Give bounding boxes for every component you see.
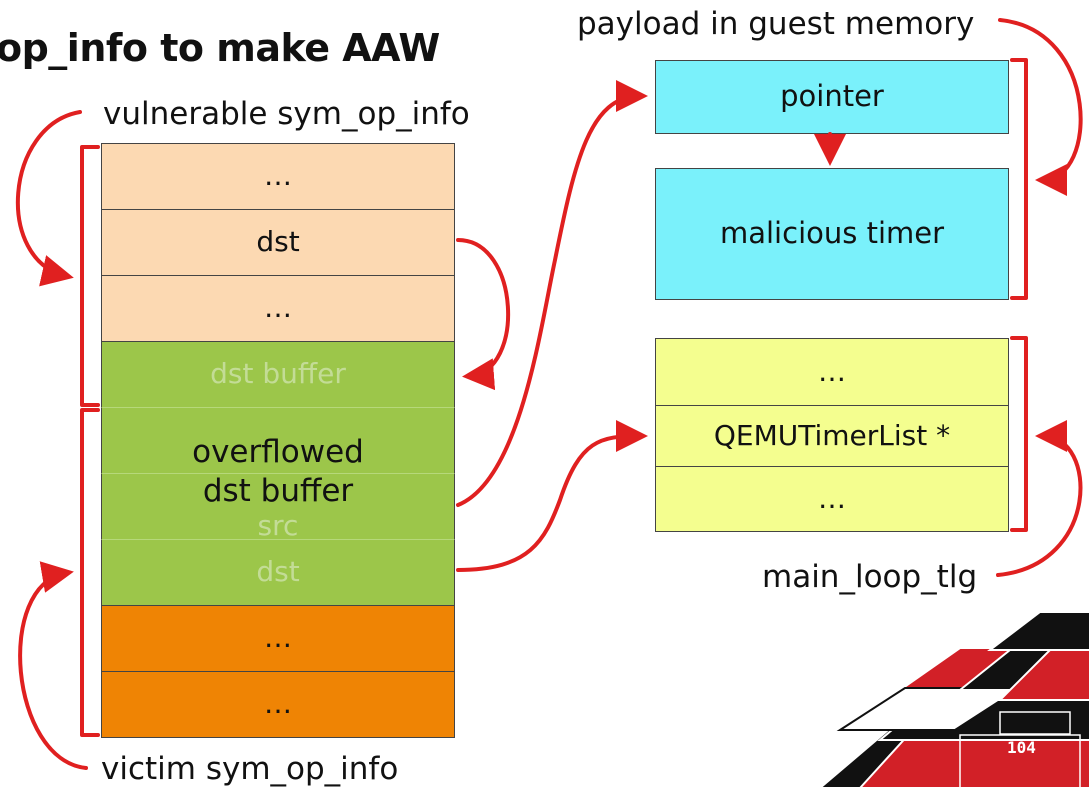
victim-field-1: … xyxy=(101,605,455,672)
payload-bracket xyxy=(1010,58,1028,300)
vulnerable-label-arrow xyxy=(15,110,82,287)
buffer-cell-2 xyxy=(101,407,455,474)
vulnerable-sym-op-info-label: vulnerable sym_op_info xyxy=(103,96,470,132)
qemu-timer-list-field: QEMUTimerList * xyxy=(655,405,1009,467)
tlg-bracket xyxy=(1010,336,1028,532)
vulnerable-field-1: … xyxy=(101,143,455,210)
main-loop-label-arrow xyxy=(996,420,1083,577)
overflowed-dst-buffer-label: overflowed dst buffer xyxy=(101,433,455,511)
overflow-label-line1: overflowed xyxy=(192,434,364,470)
decorative-layers xyxy=(818,611,1090,788)
main-loop-tlg-label: main_loop_tlg xyxy=(762,559,978,595)
src-cell: src xyxy=(101,473,455,542)
overflow-label-line2: dst buffer xyxy=(202,472,354,509)
victim-label-arrow xyxy=(18,561,88,770)
victim-bracket xyxy=(80,408,100,737)
slide-number: 104 xyxy=(1007,738,1036,757)
victim-dst-cell: dst xyxy=(101,539,455,606)
tlg-field-1: … xyxy=(655,338,1009,406)
victim-sym-op-info-label: victim sym_op_info xyxy=(101,751,399,787)
tlg-field-3: … xyxy=(655,466,1009,532)
payload-label: payload in guest memory xyxy=(577,6,975,42)
vulnerable-bracket xyxy=(80,145,100,407)
dst-to-buffer-arrow xyxy=(456,238,510,391)
overwrite-to-pointer-arrow xyxy=(456,80,648,507)
victim-dst-to-timerlist-arrow xyxy=(456,420,648,572)
slide-title: op_info to make AAW xyxy=(0,26,440,70)
pointer-box: pointer xyxy=(655,60,1009,134)
payload-label-arrow xyxy=(998,18,1083,196)
malicious-timer-box: malicious timer xyxy=(655,168,1009,300)
victim-field-2: … xyxy=(101,671,455,738)
